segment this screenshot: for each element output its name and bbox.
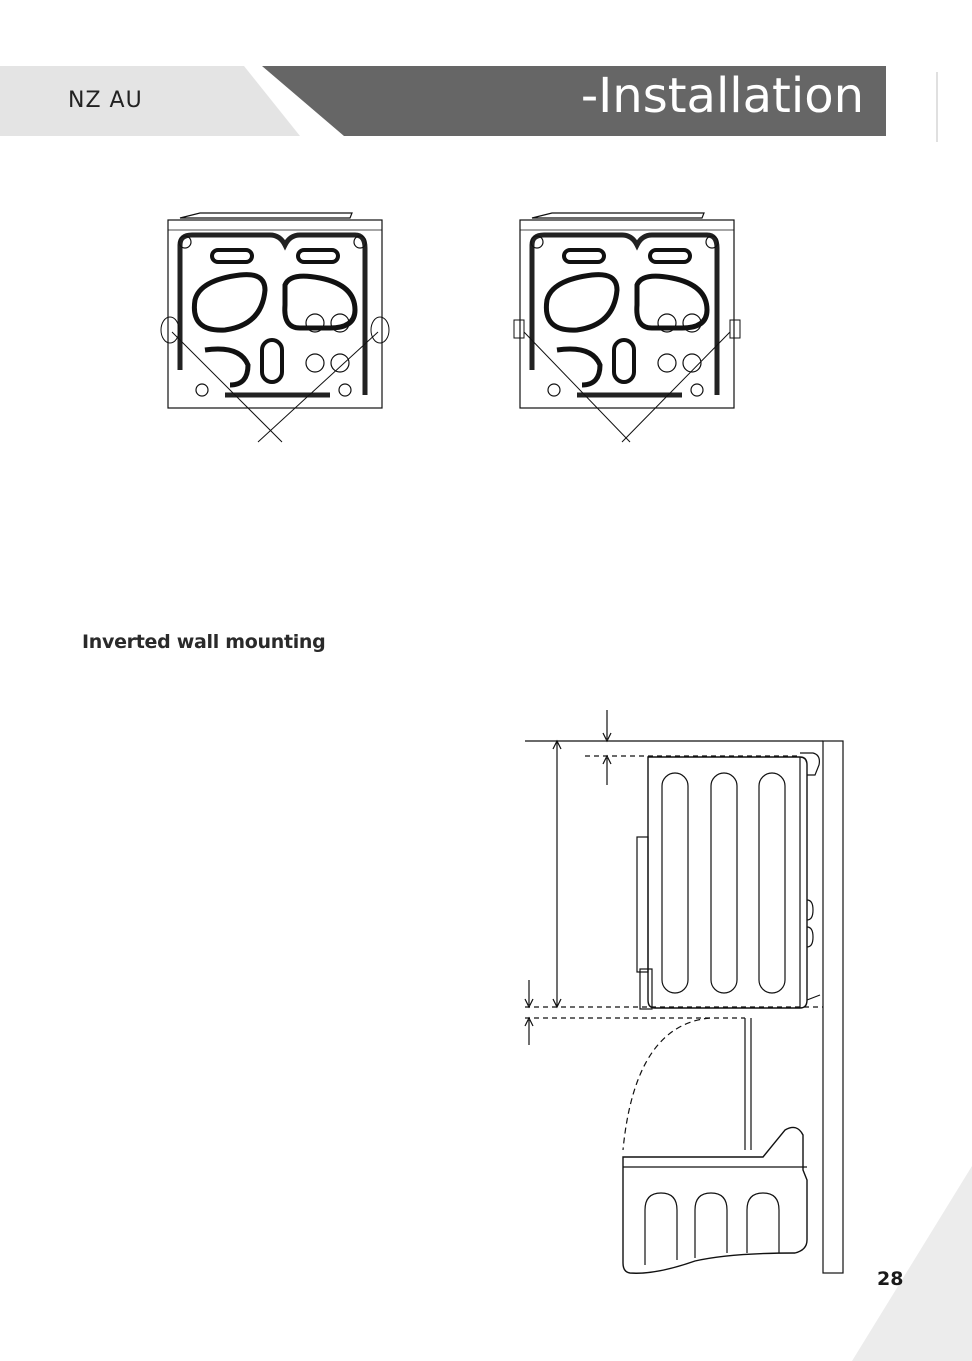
section-subheading: Inverted wall mounting bbox=[82, 631, 325, 653]
rear-panel-diagram-right bbox=[502, 210, 752, 450]
inverted-wall-mount-diagram bbox=[515, 705, 855, 1280]
edge-line bbox=[936, 72, 938, 142]
region-label: NZ AU bbox=[68, 88, 143, 113]
rear-panel-diagram-left bbox=[150, 210, 400, 450]
region-tab bbox=[0, 66, 300, 136]
page-number: 28 bbox=[877, 1268, 903, 1290]
corner-decoration bbox=[852, 1166, 972, 1361]
section-title: -Installation bbox=[581, 68, 864, 124]
